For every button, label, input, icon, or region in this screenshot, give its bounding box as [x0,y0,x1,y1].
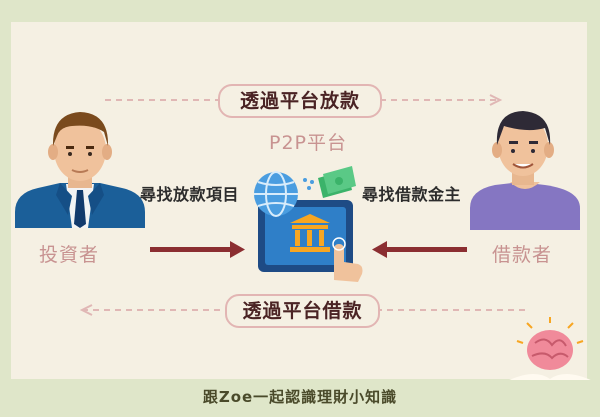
globe-icon [254,171,298,217]
platform-tablet [258,200,353,272]
pointing-hand-icon [332,237,363,282]
footer-title: 跟Zoe一起認識理財小知識 [202,388,398,406]
right-search-label: 尋找借款金主 [362,185,462,204]
investor-label: 投資者 [39,244,100,266]
footer-bar: 跟Zoe一起認識理財小知識 [0,380,600,417]
borrower-label: 借款者 [492,244,553,266]
bottom-dashed-arrow [79,304,525,316]
borrower-figure [470,111,580,230]
bottom-flow-label: 透過平台借款 [225,294,380,328]
top-flow-label: 透過平台放款 [218,84,382,118]
left-solid-arrow [150,241,245,258]
money-icon [303,166,356,198]
right-solid-arrow [372,241,467,258]
investor-figure [15,112,145,228]
top-dashed-arrow [105,94,503,106]
left-search-label: 尋找放款項目 [140,185,240,204]
platform-label: P2P平台 [268,132,347,154]
